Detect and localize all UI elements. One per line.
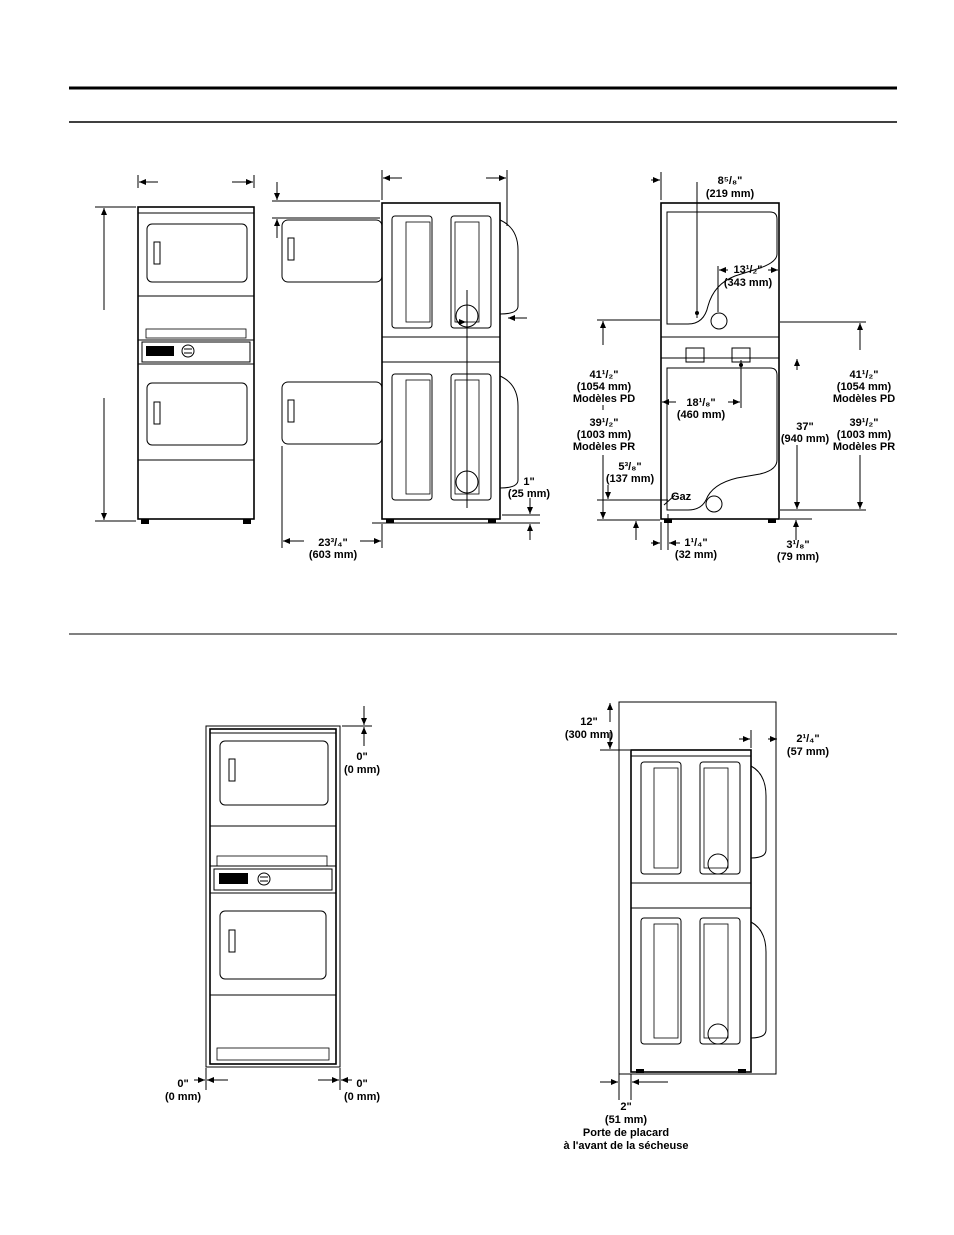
dim-right-pd-line2: (1054 mm) (837, 381, 892, 393)
front-view-washer-dryer (95, 175, 255, 524)
side-view-washer-dryer (272, 170, 540, 548)
dim-right-37-line1: 37" (796, 421, 813, 433)
dim-side-depth-line2: (603 mm) (309, 549, 358, 561)
clearance-top-line2: (0 mm) (344, 764, 380, 776)
rear-view-washer-dryer (597, 172, 866, 550)
dim-left-pr-line2: (1003 mm) (577, 429, 632, 441)
clearance-side-front-line1: 2" (620, 1101, 631, 1113)
water-inlet-icon (685, 347, 705, 363)
dim-bottom-right-line1: 3¹/₈" (786, 539, 809, 551)
clearance-side-front-line2: (51 mm) (605, 1114, 648, 1126)
dim-gas-height-line2: (137 mm) (606, 473, 655, 485)
clearance-side-top-line1: 12" (580, 716, 597, 728)
clearance-side-front-line4: à l'avant de la sécheuse (564, 1140, 689, 1152)
clearance-side-top-line2: (300 mm) (565, 729, 614, 741)
dim-left-pd-line2: (1054 mm) (577, 381, 632, 393)
dim-right-pd-line3: Modèles PD (833, 393, 895, 405)
knob-icon (181, 344, 195, 358)
clearance-right-line2: (0 mm) (344, 1091, 380, 1103)
clearance-front-view (194, 706, 372, 1090)
dim-center-span-line1: 18¹/₈" (686, 397, 715, 409)
dim-left-pd-line1: 41¹/₂" (589, 369, 618, 381)
dim-floor-gap-line2: (25 mm) (508, 488, 551, 500)
clearance-top-line1: 0" (356, 751, 367, 763)
dim-bottom-right-line2: (79 mm) (777, 551, 820, 563)
vent-circle-icon (707, 1023, 729, 1045)
dim-left-pr-line1: 39¹/₂" (589, 417, 618, 429)
section-rules (69, 86, 897, 635)
gas-label: Gaz (671, 491, 692, 503)
dim-bottom-left-line1: 1¹/₄" (684, 537, 707, 549)
water-inlet-icon (731, 347, 751, 363)
vent-circle-icon (710, 312, 728, 330)
dim-side-depth-line1: 23³/₄" (318, 537, 347, 549)
clearance-left-line2: (0 mm) (165, 1091, 201, 1103)
dim-right-pr-line3: Modèles PR (833, 441, 895, 453)
clearance-side-rear-line1: 2¹/₄" (796, 733, 819, 745)
knob-icon (257, 872, 271, 886)
vent-circle-icon (707, 853, 729, 875)
clearance-side-front-line3: Porte de placard (583, 1127, 669, 1139)
dim-bottom-left-line2: (32 mm) (675, 549, 718, 561)
vent-circle-icon (705, 495, 723, 513)
dim-right-pr-line1: 39¹/₂" (849, 417, 878, 429)
dim-right-37-line2: (940 mm) (781, 433, 830, 445)
dim-vent-offset-line2: (219 mm) (706, 188, 755, 200)
dim-center-span-line2: (460 mm) (677, 409, 726, 421)
dim-vent-offset-line1: 8⁵/₈" (718, 175, 743, 187)
dim-right-pr-line2: (1003 mm) (837, 429, 892, 441)
dim-floor-gap-line1: 1" (523, 476, 534, 488)
dim-gas-height-line1: 5³/₈" (618, 461, 641, 473)
dim-left-pr-line3: Modèles PR (573, 441, 635, 453)
clearance-side-rear-line2: (57 mm) (787, 746, 830, 758)
dim-left-pd-line3: Modèles PD (573, 393, 635, 405)
clearance-side-view (600, 701, 777, 1100)
dim-vent-offset2-line2: (343 mm) (724, 277, 773, 289)
dim-right-pd-line1: 41¹/₂" (849, 369, 878, 381)
clearance-right-line1: 0" (356, 1078, 367, 1090)
dim-vent-offset2-line1: 13¹/₂" (733, 264, 762, 276)
clearance-left-line1: 0" (177, 1078, 188, 1090)
